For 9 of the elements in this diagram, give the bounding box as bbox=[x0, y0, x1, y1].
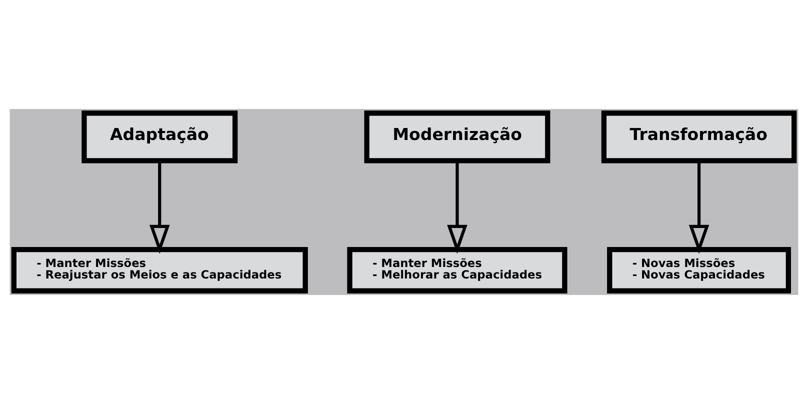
node-box: - Manter Missões - Reajustar os Meios e as Capacidades bbox=[11, 246, 308, 293]
node-box: Modernização bbox=[364, 110, 550, 163]
arrow bbox=[688, 160, 710, 254]
arrow bbox=[447, 160, 468, 254]
node-box: Transformação bbox=[601, 110, 797, 163]
node-box: Adaptação bbox=[82, 110, 238, 163]
node-box: - Novas Missões - Novas Capacidades bbox=[607, 246, 791, 293]
node-box: - Manter Missões - Melhorar as Capacidades bbox=[347, 246, 568, 293]
arrow bbox=[149, 160, 170, 254]
